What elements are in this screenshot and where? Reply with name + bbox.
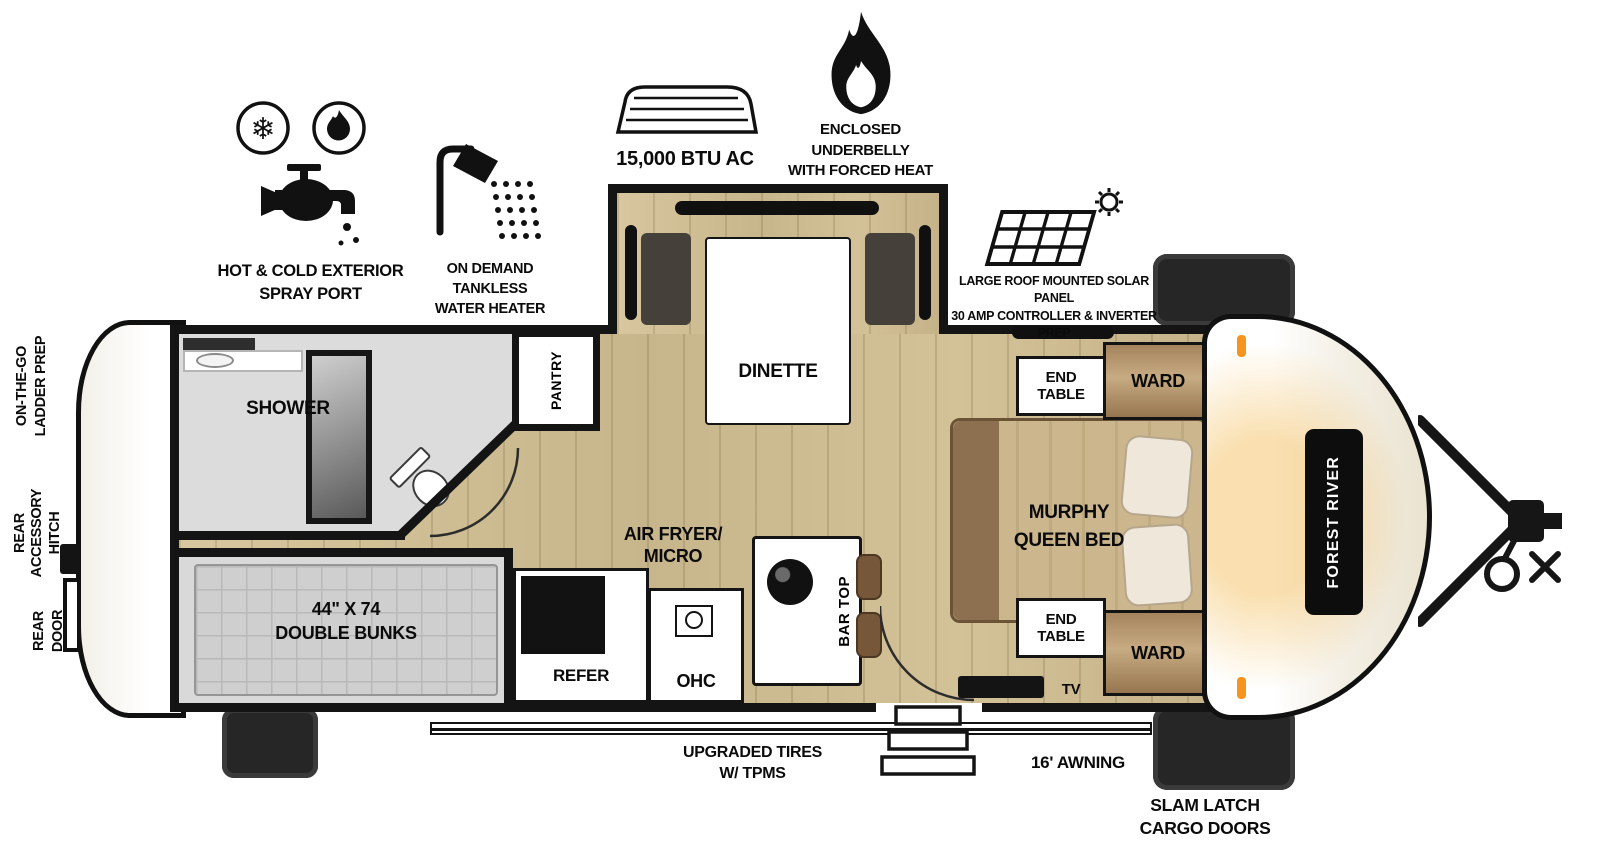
brand-label: FOREST RIVER bbox=[1325, 455, 1342, 589]
solar-label: LARGE ROOF MOUNTED SOLAR PANEL 30 AMP CO… bbox=[951, 274, 1157, 340]
shower-head-icon bbox=[436, 144, 541, 239]
rear-accessory-hitch-label: REAR ACCESSORY HITCH bbox=[12, 488, 63, 578]
dinette-bench-right bbox=[865, 233, 915, 325]
rear-door-label: REAR DOOR bbox=[31, 609, 66, 653]
feature-ac: 15,000 BTU AC bbox=[600, 80, 770, 174]
bunk-mattress bbox=[194, 564, 498, 696]
front-cap: FOREST RIVER bbox=[1202, 314, 1432, 720]
tv-unit bbox=[958, 676, 1044, 698]
solar-panel-icon bbox=[984, 188, 1123, 266]
cargo-door-bottom-right bbox=[1153, 706, 1295, 790]
refrigerator-body bbox=[521, 576, 605, 654]
shower-label: SHOWER bbox=[246, 398, 330, 419]
double-bunks-label: 44" X 74 DOUBLE BUNKS bbox=[275, 599, 417, 643]
marker-light-bottom bbox=[1237, 677, 1246, 699]
upgraded-tires-label: UPGRADED TIRES W/ TPMS bbox=[683, 744, 822, 783]
feature-solar: LARGE ROOF MOUNTED SOLAR PANEL 30 AMP CO… bbox=[948, 186, 1160, 342]
bed-fold-band bbox=[953, 421, 999, 620]
spray-port-icon: ❄ bbox=[236, 101, 366, 246]
ward-bottom-label: WARD bbox=[1131, 642, 1185, 663]
bath-medicine-cabinet bbox=[183, 338, 255, 350]
snowflake-icon: ❄ bbox=[250, 112, 275, 147]
murphy-bed-label: MURPHY QUEEN BED bbox=[1013, 502, 1125, 551]
marker-light-top bbox=[1237, 335, 1246, 357]
refrigerator: REFER bbox=[513, 568, 649, 703]
awning-bar bbox=[430, 722, 1152, 735]
air-fryer-micro-label: AIR FRYER/ MICRO bbox=[623, 524, 723, 566]
slide-window-top bbox=[675, 201, 879, 215]
dinette-table: DINETTE bbox=[705, 237, 851, 425]
tongue-hitch-icon bbox=[1418, 415, 1562, 627]
feature-water-heater: ON DEMAND TANKLESS WATER HEATER bbox=[424, 132, 556, 319]
ladder-prep-label: ON-THE-GO LADDER PREP bbox=[14, 335, 49, 437]
dinette-slide: DINETTE bbox=[608, 184, 948, 425]
bar-stool bbox=[856, 554, 882, 600]
cargo-door-bottom-left bbox=[222, 708, 318, 778]
slide-window-right bbox=[919, 225, 931, 320]
slide-window-left bbox=[625, 225, 637, 320]
bath-sink bbox=[196, 353, 234, 368]
shower-stall bbox=[306, 350, 372, 524]
feature-spray-port: ❄ HOT & COLD EXTERIOR SPRAY PORT bbox=[213, 98, 408, 306]
wall-top-left bbox=[170, 325, 617, 334]
refer-label: REFER bbox=[552, 666, 610, 685]
entry-steps-icon bbox=[880, 705, 976, 776]
flame-small-icon bbox=[327, 110, 350, 141]
faucet-icon bbox=[261, 164, 359, 246]
flame-icon bbox=[831, 11, 890, 115]
sink-icon bbox=[767, 559, 813, 605]
sun-icon bbox=[1095, 188, 1123, 216]
end-table-top-label: END TABLE bbox=[1037, 368, 1085, 403]
bar-top-island: BAR TOP bbox=[752, 536, 862, 686]
tv-label: TV bbox=[1061, 681, 1081, 698]
window-front-top bbox=[1012, 326, 1114, 339]
wardrobe-top: WARD bbox=[1103, 342, 1213, 420]
wall-bunk-right bbox=[504, 548, 513, 712]
cargo-doors-label: SLAM LATCH CARGO DOORS bbox=[1139, 795, 1271, 839]
wardrobe-bottom: WARD bbox=[1103, 610, 1213, 696]
ohc-label: OHC bbox=[676, 671, 716, 691]
entry-door-swing-arc bbox=[880, 606, 975, 702]
end-table-bottom-label: END TABLE bbox=[1037, 610, 1085, 645]
ward-top-label: WARD bbox=[1131, 370, 1185, 391]
end-table-top: END TABLE bbox=[1016, 356, 1106, 416]
end-table-bottom: END TABLE bbox=[1016, 598, 1106, 658]
dinette-bench-left bbox=[641, 233, 691, 325]
wall-bunk-top bbox=[179, 548, 513, 557]
water-heater-label: ON DEMAND TANKLESS WATER HEATER bbox=[434, 261, 546, 317]
spray-port-label: HOT & COLD EXTERIOR SPRAY PORT bbox=[217, 262, 404, 303]
wall-rear-inner bbox=[170, 325, 179, 712]
wall-bottom-left bbox=[170, 703, 876, 712]
wall-bottom-right bbox=[982, 703, 1225, 712]
brand-badge: FOREST RIVER bbox=[1305, 429, 1363, 615]
pantry-label: PANTRY bbox=[548, 351, 564, 410]
bar-stool bbox=[856, 612, 882, 658]
murphy-bed: MURPHY QUEEN BED bbox=[950, 418, 1208, 623]
rear-door bbox=[63, 578, 81, 652]
wall-shower-bottom bbox=[179, 531, 405, 540]
bar-top-label-wrap: BAR TOP bbox=[831, 539, 857, 683]
pantry-cabinet: PANTRY bbox=[512, 330, 600, 431]
bar-top-label: BAR TOP bbox=[835, 575, 853, 647]
rear-accessory-hitch bbox=[60, 544, 80, 574]
cooktop-icon bbox=[675, 605, 713, 637]
ac-label: 15,000 BTU AC bbox=[616, 148, 754, 170]
dinette-label: DINETTE bbox=[738, 361, 818, 382]
bath-door-swing-arc bbox=[429, 447, 520, 538]
ac-unit-icon bbox=[615, 85, 759, 134]
awning-label: 16' AWNING bbox=[1031, 753, 1125, 772]
feature-underbelly: ENCLOSED UNDERBELLY WITH FORCED HEAT bbox=[778, 8, 943, 182]
underbelly-label: ENCLOSED UNDERBELLY WITH FORCED HEAT bbox=[788, 121, 933, 180]
overhead-cabinet: OHC bbox=[648, 588, 744, 703]
